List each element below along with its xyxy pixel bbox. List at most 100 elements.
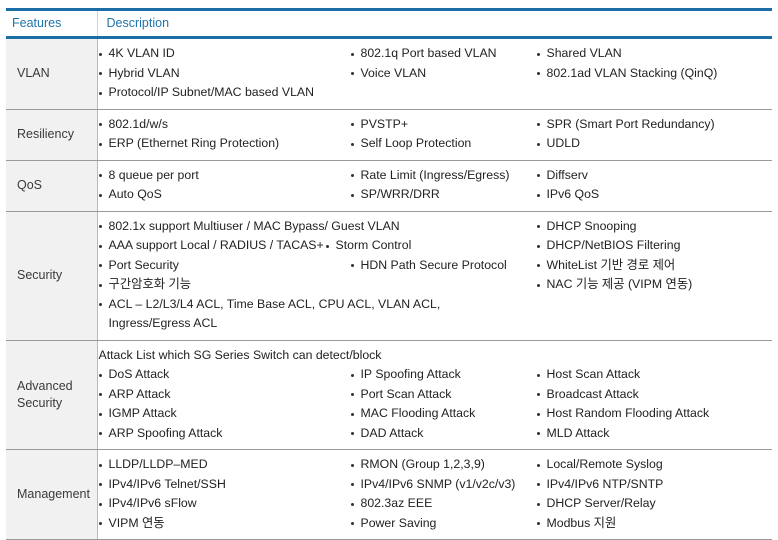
list-item: Host Scan Attack	[536, 365, 766, 385]
list-item: Port Security	[98, 256, 350, 276]
list-item: 802.1q Port based VLAN	[350, 44, 536, 64]
bullet-column-3: DHCP Snooping DHCP/NetBIOS Filtering Whi…	[536, 217, 766, 295]
list-item: MLD Attack	[536, 424, 766, 444]
feature-label-vlan: VLAN	[6, 37, 97, 110]
list-item: WhiteList 기반 경로 제어	[536, 256, 766, 276]
list-item: IPv4/IPv6 SNMP (v1/v2c/v3)	[350, 475, 536, 495]
list-item: DoS Attack	[98, 365, 350, 385]
list-item: 구간암호화 기능	[98, 275, 350, 295]
bullet-column-3: Host Scan Attack Broadcast Attack Host R…	[536, 365, 766, 443]
table-body: VLAN 4K VLAN ID Hybrid VLAN Protocol/IP …	[6, 37, 772, 540]
bullet-column-2: PVSTP+ Self Loop Protection	[350, 115, 536, 154]
list-item: 4K VLAN ID	[98, 44, 350, 64]
description-cell-security: 802.1x support Multiuser / MAC Bypass/ G…	[96, 211, 772, 341]
bullet-column-3: Diffserv IPv6 QoS	[536, 166, 766, 205]
list-item-continuation: Ingress/Egress ACL	[108, 316, 218, 330]
description-cell-advanced-security: Attack List which SG Series Switch can d…	[96, 340, 772, 450]
bullet-column-1: 8 queue per port Auto QoS	[98, 166, 350, 205]
list-item: DHCP Server/Relay	[536, 494, 766, 514]
list-item: Storm Control	[325, 236, 536, 256]
list-item: ARP Spoofing Attack	[98, 424, 350, 444]
list-item: 802.1x support Multiuser / MAC Bypass/ G…	[98, 217, 400, 237]
description-cell-vlan: 4K VLAN ID Hybrid VLAN Protocol/IP Subne…	[96, 37, 772, 110]
table-row: Advanced Security Attack List which SG S…	[6, 340, 772, 450]
list-item: SP/WRR/DRR	[350, 185, 536, 205]
list-item: ACL – L2/L3/L4 ACL, Time Base ACL, CPU A…	[98, 295, 440, 315]
list-item: IPv6 QoS	[536, 185, 766, 205]
list-item: SPR (Smart Port Redundancy)	[536, 115, 766, 135]
list-item: UDLD	[536, 134, 766, 154]
column-header-description: Description	[96, 8, 772, 39]
list-item: DAD Attack	[350, 424, 536, 444]
feature-label-line-1: Advanced	[17, 378, 73, 393]
table-row: Security 802.1x support Multiuser / MAC …	[6, 211, 772, 341]
bullet-column-2: Storm Control HDN Path Secure Protocol	[325, 217, 536, 276]
bullet-column-2: Rate Limit (Ingress/Egress) SP/WRR/DRR	[350, 166, 536, 205]
description-cell-qos: 8 queue per port Auto QoS Rate Limit (In…	[96, 160, 772, 212]
feature-label-management: Management	[6, 449, 97, 540]
header-row: Features Description	[6, 8, 772, 39]
list-item: 802.1ad VLAN Stacking (QinQ)	[536, 64, 766, 84]
feature-spec-table: Features Description VLAN 4K VLAN ID Hyb…	[6, 8, 772, 540]
list-item: Self Loop Protection	[350, 134, 536, 154]
bullet-column-1: DoS Attack ARP Attack IGMP Attack ARP Sp…	[98, 365, 350, 443]
list-item: Broadcast Attack	[536, 385, 766, 405]
list-item: Voice VLAN	[350, 64, 536, 84]
description-cell-management: LLDP/LLDP–MED IPv4/IPv6 Telnet/SSH IPv4/…	[96, 449, 772, 540]
list-item: Modbus 지원	[536, 514, 766, 534]
list-item: Shared VLAN	[536, 44, 766, 64]
list-item: Hybrid VLAN	[98, 64, 350, 84]
list-item: VIPM 연동	[98, 514, 350, 534]
list-item: IPv4/IPv6 NTP/SNTP	[536, 475, 766, 495]
bullet-column-1: 802.1d/w/s ERP (Ethernet Ring Protection…	[98, 115, 350, 154]
spec-sheet: Features Description VLAN 4K VLAN ID Hyb…	[6, 8, 772, 540]
list-item: Power Saving	[350, 514, 536, 534]
list-item: Local/Remote Syslog	[536, 455, 766, 475]
list-item: NAC 기능 제공 (VIPM 연동)	[536, 275, 766, 295]
feature-label-qos: QoS	[6, 160, 97, 212]
list-item: Diffserv	[536, 166, 766, 186]
bullet-column-3: Shared VLAN 802.1ad VLAN Stacking (QinQ)	[536, 44, 766, 83]
list-item: HDN Path Secure Protocol	[350, 256, 536, 276]
feature-label-resiliency: Resiliency	[6, 109, 97, 161]
bullet-column-3: SPR (Smart Port Redundancy) UDLD	[536, 115, 766, 154]
bullet-column-2: IP Spoofing Attack Port Scan Attack MAC …	[350, 365, 536, 443]
list-item: MAC Flooding Attack	[350, 404, 536, 424]
list-item: ARP Attack	[98, 385, 350, 405]
list-item: Auto QoS	[98, 185, 350, 205]
list-item: IGMP Attack	[98, 404, 350, 424]
list-item: Rate Limit (Ingress/Egress)	[350, 166, 536, 186]
list-item: IP Spoofing Attack	[350, 365, 536, 385]
list-item: Port Scan Attack	[350, 385, 536, 405]
list-item: ERP (Ethernet Ring Protection)	[98, 134, 350, 154]
table-row: VLAN 4K VLAN ID Hybrid VLAN Protocol/IP …	[6, 37, 772, 110]
feature-label-security: Security	[6, 211, 97, 341]
bullet-column-2: RMON (Group 1,2,3,9) IPv4/IPv6 SNMP (v1/…	[350, 455, 536, 533]
bullet-column-1: 4K VLAN ID Hybrid VLAN Protocol/IP Subne…	[98, 44, 350, 103]
table-header: Features Description	[6, 8, 772, 39]
list-item: 8 queue per port	[98, 166, 350, 186]
feature-label-advanced-security: Advanced Security	[6, 340, 97, 450]
table-row: QoS 8 queue per port Auto QoS Rate Limit…	[6, 160, 772, 212]
description-cell-resiliency: 802.1d/w/s ERP (Ethernet Ring Protection…	[96, 109, 772, 161]
list-item: DHCP Snooping	[536, 217, 766, 237]
bullet-column-3: Local/Remote Syslog IPv4/IPv6 NTP/SNTP D…	[536, 455, 766, 533]
bullet-column-1: 802.1x support Multiuser / MAC Bypass/ G…	[98, 217, 440, 334]
bullet-column-2: 802.1q Port based VLAN Voice VLAN	[350, 44, 536, 83]
table-row: Resiliency 802.1d/w/s ERP (Ethernet Ring…	[6, 109, 772, 161]
table-row: Management LLDP/LLDP–MED IPv4/IPv6 Telne…	[6, 449, 772, 540]
list-item: PVSTP+	[350, 115, 536, 135]
list-item: LLDP/LLDP–MED	[98, 455, 350, 475]
attack-list-intro: Attack List which SG Series Switch can d…	[98, 347, 382, 362]
list-item: DHCP/NetBIOS Filtering	[536, 236, 766, 256]
bullet-column-1: LLDP/LLDP–MED IPv4/IPv6 Telnet/SSH IPv4/…	[98, 455, 350, 533]
column-header-features: Features	[6, 8, 97, 39]
feature-label-line-2: Security	[17, 395, 63, 410]
list-item: 802.1d/w/s	[98, 115, 350, 135]
list-item: IPv4/IPv6 Telnet/SSH	[98, 475, 350, 495]
list-item: IPv4/IPv6 sFlow	[98, 494, 350, 514]
list-item: AAA support Local / RADIUS / TACAS+	[98, 236, 350, 256]
layout-spacer	[350, 217, 536, 237]
list-item: Host Random Flooding Attack	[536, 404, 766, 424]
list-item: Protocol/IP Subnet/MAC based VLAN	[98, 83, 350, 103]
